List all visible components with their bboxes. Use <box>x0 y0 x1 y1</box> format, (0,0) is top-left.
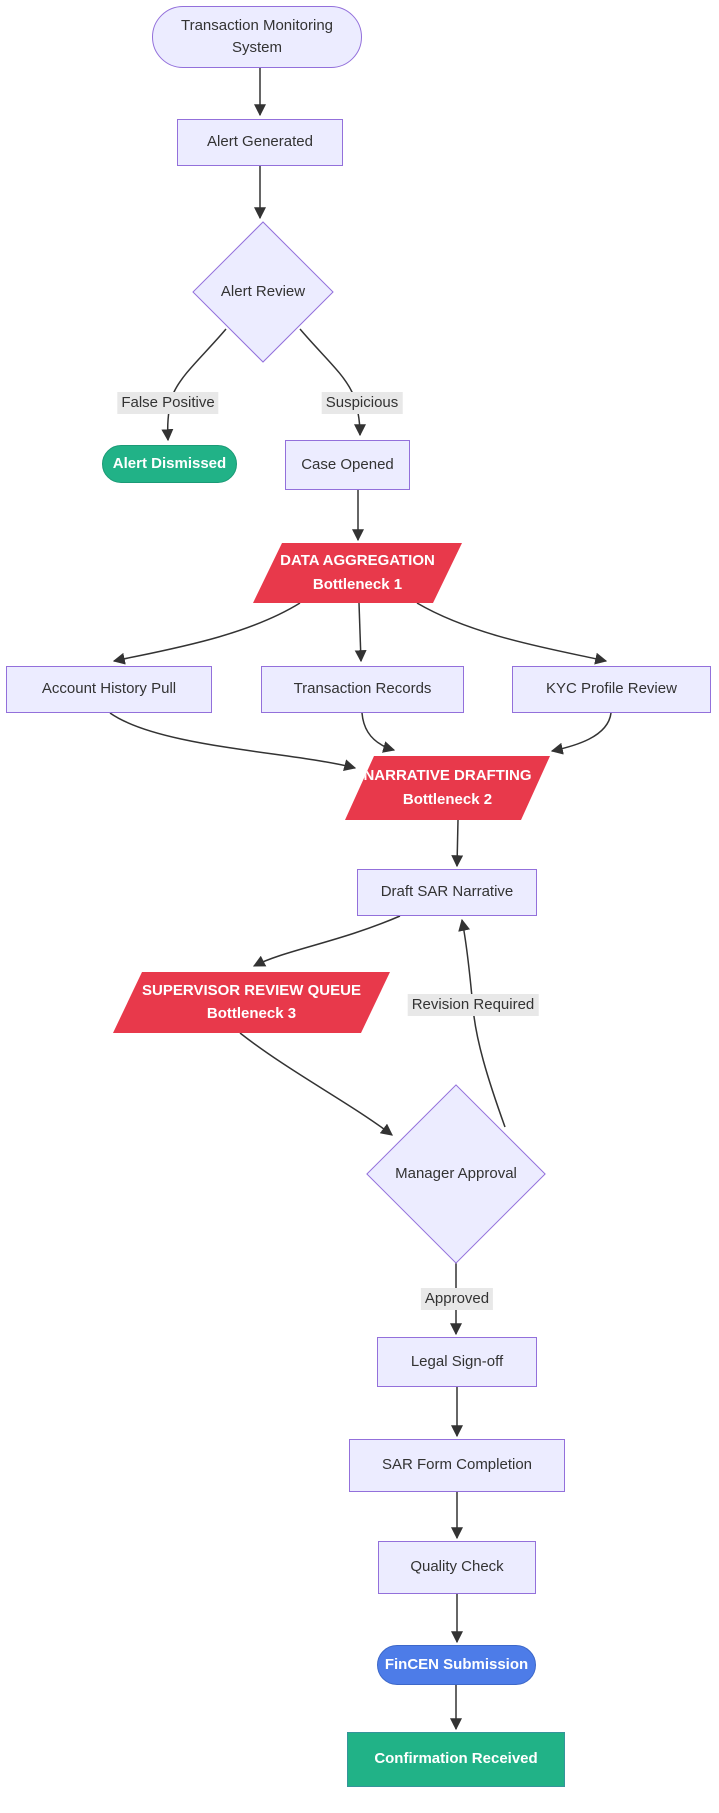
edge-aggregation-records <box>354 602 367 663</box>
node-alert-generated: Alert Generated <box>177 119 343 166</box>
node-transaction-monitoring-system: Transaction Monitoring System <box>152 6 362 68</box>
node-label: Case Opened <box>301 455 394 473</box>
edge-review-dismissed <box>161 328 227 442</box>
node-narrative-drafting-bottleneck-2: NARRATIVE DRAFTING Bottleneck 2 <box>345 756 550 820</box>
edge-review-case-opened <box>299 328 366 437</box>
node-label: Alert Dismissed <box>112 454 227 472</box>
node-label-line2: Bottleneck 3 <box>206 1005 297 1022</box>
node-label-line2: Bottleneck 1 <box>312 575 403 593</box>
node-data-aggregation-bottleneck-1: DATA AGGREGATION Bottleneck 1 <box>253 543 462 603</box>
node-legal-signoff: Legal Sign-off <box>377 1337 537 1387</box>
edge-label-approved: Approved <box>420 1288 494 1310</box>
edge-label-revision-required: Revision Required <box>407 994 539 1016</box>
node-label: Manager Approval <box>395 1164 517 1182</box>
node-label-line1: NARRATIVE DRAFTING <box>363 767 532 784</box>
node-label-line1: DATA AGGREGATION <box>280 552 435 569</box>
node-label-line1: SUPERVISOR REVIEW QUEUE <box>142 981 361 999</box>
edge-aggregation-account <box>112 602 301 665</box>
node-label: KYC Profile Review <box>546 680 677 698</box>
edge-label-false-positive: False Positive <box>117 392 219 414</box>
edge-aggregation-kyc <box>416 602 608 665</box>
node-kyc-profile-review: KYC Profile Review <box>512 666 711 713</box>
node-label-line2: Bottleneck 2 <box>402 790 493 808</box>
node-label: FinCEN Submission <box>384 1655 529 1673</box>
node-confirmation-received: Confirmation Received <box>347 1732 565 1787</box>
node-label: SAR Form Completion <box>381 1456 533 1474</box>
node-label: Confirmation Received <box>374 1750 538 1768</box>
node-label: Transaction Records <box>293 680 432 698</box>
node-account-history-pull: Account History Pull <box>6 666 212 713</box>
node-alert-dismissed: Alert Dismissed <box>102 445 237 483</box>
node-label: Transaction Monitoring System <box>180 16 333 57</box>
node-label: Legal Sign-off <box>410 1352 504 1370</box>
edge-label-suspicious: Suspicious <box>321 392 403 414</box>
edge-kyc-narrative <box>550 712 612 755</box>
node-alert-review: Alert Review <box>192 221 334 363</box>
edge-draft-supervisor <box>252 915 401 967</box>
node-case-opened: Case Opened <box>285 440 410 490</box>
edge-records-narrative <box>361 712 396 753</box>
edge-supervisor-manager <box>239 1032 393 1136</box>
node-label: Alert Generated <box>207 133 313 151</box>
node-transaction-records: Transaction Records <box>261 666 464 713</box>
node-quality-check: Quality Check <box>378 1541 536 1594</box>
node-fincen-submission: FinCEN Submission <box>377 1645 536 1685</box>
node-draft-sar-narrative: Draft SAR Narrative <box>357 869 537 916</box>
node-manager-approval: Manager Approval <box>366 1084 546 1264</box>
node-label: Alert Review <box>220 282 306 300</box>
edge-account-narrative <box>109 712 357 772</box>
node-supervisor-review-queue-bottleneck-3: SUPERVISOR REVIEW QUEUE Bottleneck 3 <box>113 972 390 1033</box>
node-label: Quality Check <box>410 1558 504 1576</box>
node-label: Account History Pull <box>41 680 177 698</box>
node-sar-form-completion: SAR Form Completion <box>349 1439 565 1492</box>
edge-narrative-draft <box>451 819 464 868</box>
node-label: Draft SAR Narrative <box>380 883 514 901</box>
